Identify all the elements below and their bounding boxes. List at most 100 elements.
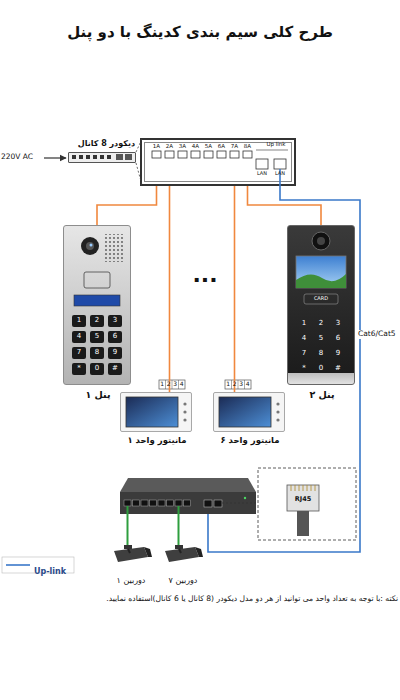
door-panel: پنل ۲ <box>287 225 355 385</box>
key-label: 5 <box>314 334 328 342</box>
camera-arm <box>128 549 130 553</box>
callout-box <box>258 468 356 540</box>
terminal-number: 4 <box>245 381 252 388</box>
uplink-port <box>214 500 222 507</box>
camera-arm <box>179 549 181 553</box>
switch-port <box>167 500 174 506</box>
terminal-number: 3 <box>172 381 179 388</box>
port-label: 6A <box>215 143 228 149</box>
camera-mount <box>124 545 132 549</box>
terminal-number: 1 <box>159 381 166 388</box>
switch-port <box>175 500 182 506</box>
key-label: 2 <box>314 319 328 327</box>
key-label: 5 <box>90 332 104 340</box>
key-label: * <box>72 364 86 372</box>
key-label: 4 <box>72 332 86 340</box>
camera-face <box>195 547 203 557</box>
switch-port <box>141 500 148 506</box>
key-label: 0 <box>90 364 104 372</box>
key-label: # <box>108 364 122 372</box>
camera-body <box>114 547 148 562</box>
key-label: * <box>297 364 311 372</box>
port-label: LAN <box>253 171 271 177</box>
port-label: 5A <box>202 143 215 149</box>
camera-cable <box>178 506 180 545</box>
power-arrow <box>44 157 66 158</box>
cctv-camera <box>165 545 203 562</box>
key-label: 8 <box>314 349 328 357</box>
wire-connector <box>169 186 171 392</box>
diagram-title: طرح کلی سیم بندی کدینگ با دو پنل <box>0 24 400 41</box>
power-label: 220V AC <box>1 153 45 162</box>
port-label: 7A <box>228 143 241 149</box>
ellipsis: ... <box>180 262 230 287</box>
callout-leader <box>222 503 258 504</box>
node-label: پنل ۲ <box>282 390 362 401</box>
card-label: CARD <box>304 296 338 302</box>
node-label: مانیتور واحد ۶ <box>200 436 300 446</box>
terminal-number: 3 <box>238 381 245 388</box>
switch-top <box>120 478 256 492</box>
node-label: مانیتور واحد ۱ <box>107 436 207 446</box>
camera-label: دوربین ۱ <box>106 576 156 585</box>
legend-entry: Up-link <box>34 560 66 578</box>
key-label: 0 <box>314 364 328 372</box>
plug-contacts <box>291 485 315 491</box>
key-label: 7 <box>297 349 311 357</box>
camera-cable <box>127 506 129 545</box>
switch-port <box>133 500 140 506</box>
key-label: 8 <box>90 348 104 356</box>
terminal-block <box>159 380 185 389</box>
plug-cable <box>297 511 309 536</box>
terminal-number: 2 <box>232 381 239 388</box>
cctv-camera <box>114 545 152 562</box>
port-label: 8A <box>241 143 254 149</box>
switch-port <box>184 500 191 506</box>
wire-connector <box>248 186 322 225</box>
key-label: 9 <box>331 349 345 357</box>
unit-monitor: مانیتور واحد ۱ <box>120 392 192 432</box>
wire-connector <box>97 186 157 225</box>
node-label: دیکودر 8 کانال <box>53 139 135 148</box>
key-label: 7 <box>72 348 86 356</box>
terminal-number: 2 <box>166 381 173 388</box>
key-label: 2 <box>90 316 104 324</box>
rj45-plug <box>287 485 319 511</box>
key-label: 6 <box>108 332 122 340</box>
unit-monitor: مانیتور واحد ۶ <box>213 392 285 432</box>
key-label: 4 <box>297 334 311 342</box>
uplink-cable <box>208 169 360 552</box>
switch-port <box>158 500 165 506</box>
legend-text: Up-link <box>34 567 66 576</box>
key-label: 1 <box>72 316 86 324</box>
key-label: 6 <box>331 334 345 342</box>
key-label: # <box>331 364 345 372</box>
camera-face <box>144 547 152 557</box>
legend-line-sample <box>6 564 30 566</box>
key-label: 3 <box>108 316 122 324</box>
port-label: 1A <box>150 143 163 149</box>
switch-front <box>120 492 256 514</box>
node-label: Up link <box>258 141 294 147</box>
camera-mount <box>175 545 183 549</box>
key-label: 1 <box>297 319 311 327</box>
port-label: LAN <box>271 171 289 177</box>
door-panel: پنل ۱ <box>63 225 131 385</box>
terminal-number: 1 <box>225 381 232 388</box>
decoder-device: دیکودر 8 کانال <box>68 152 136 163</box>
port-label: 3A <box>176 143 189 149</box>
status-led <box>244 497 246 499</box>
terminal-divider <box>232 380 245 389</box>
note: نکته :با توجه به تعداد واحد می توانید از… <box>2 595 398 604</box>
terminal-block <box>225 380 251 389</box>
wire-connector <box>234 186 236 392</box>
terminal-divider <box>166 380 179 389</box>
camera-body <box>165 547 199 562</box>
key-label: 3 <box>331 319 345 327</box>
cable-label: Cat6/Cat5 <box>358 330 400 339</box>
switch-port <box>150 500 157 506</box>
terminal-number: 4 <box>179 381 186 388</box>
camera-label: دوربین ۷ <box>158 576 208 585</box>
uplink-port <box>204 500 212 507</box>
